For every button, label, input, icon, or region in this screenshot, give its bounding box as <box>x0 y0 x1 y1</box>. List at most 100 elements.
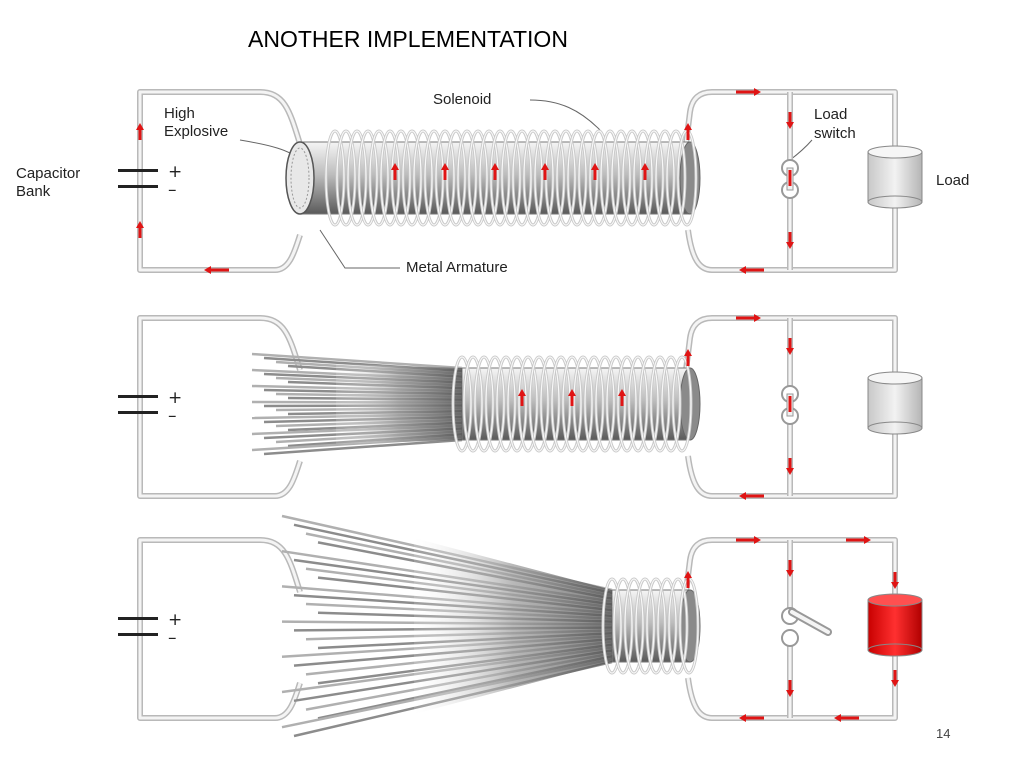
coil-loop-hl-2-678 <box>668 578 688 674</box>
solenoid-field-arrow-0-445-head <box>441 163 449 170</box>
coil-loop-hl-1-506 <box>496 356 516 452</box>
solenoid-coil-1 <box>451 355 693 453</box>
metal-armature-leader <box>319 229 400 269</box>
capacitor-plus-0: + <box>168 162 182 182</box>
diagonal-current-arrow-2-head <box>684 571 692 578</box>
right-current-arrow-bottom-1-head <box>739 492 746 500</box>
capacitor-minus-2: – <box>168 628 177 648</box>
load-switch-leader <box>789 139 813 161</box>
capacitor-bank-label-line1: Capacitor <box>16 165 80 182</box>
right-current-arrow-bottom-2-head <box>739 714 746 722</box>
switch-current-arrow-bottom-2-head <box>786 690 794 697</box>
coil-loop-hl-0-434 <box>424 130 444 226</box>
coil-loop-hl-0-588 <box>578 130 598 226</box>
coil-loop-hl-1-484 <box>474 356 494 452</box>
right-current-arrow-top-2-head <box>754 536 761 544</box>
coil-loop-hl-0-665 <box>655 130 675 226</box>
right-current-arrow-top-1-head <box>754 314 761 322</box>
coil-loop-hl-0-511 <box>501 130 521 226</box>
coil-loop-hl-0-577 <box>567 130 587 226</box>
left-circuit-0 <box>138 90 302 272</box>
coil-loop-hl-1-517 <box>507 356 527 452</box>
solenoid-coil-0 <box>324 129 698 227</box>
explosive-core-0 <box>290 147 310 209</box>
coil-loop-hl-0-390 <box>380 130 400 226</box>
switch-current-arrow-top-2-head <box>786 570 794 577</box>
coil-loop-hl-1-550 <box>540 356 560 452</box>
coil-loop-hl-0-467 <box>457 130 477 226</box>
coil-loop-hl-0-621 <box>611 130 631 226</box>
diagonal-current-arrow-1-head <box>684 349 692 356</box>
left-circuit-2-outline <box>137 537 303 721</box>
coil-loop-hl-0-335 <box>325 130 345 226</box>
capacitor-minus-1: – <box>168 406 177 426</box>
solenoid-field-arrow-0-595-head <box>591 163 599 170</box>
coil-loop-hl-0-357 <box>347 130 367 226</box>
coil-loop-hl-0-456 <box>446 130 466 226</box>
coil-loop-hl-1-594 <box>584 356 604 452</box>
coil-loop-hl-1-561 <box>551 356 571 452</box>
switch-current-arrow-top-0-head <box>786 122 794 129</box>
coil-loop-hl-0-423 <box>413 130 433 226</box>
right-circuit-0 <box>683 90 897 272</box>
coil-loop-hl-1-605 <box>595 356 615 452</box>
capacitor-plus-1: + <box>168 388 182 408</box>
coil-loop-hl-1-682 <box>672 356 692 452</box>
slide-title: ANOTHER IMPLEMENTATION <box>248 26 568 52</box>
load-switch-label-line1: Load <box>814 106 847 123</box>
panel-compression: +– <box>118 314 923 500</box>
panel-initial: +– <box>118 88 923 274</box>
coil-loop-hl-1-616 <box>606 356 626 452</box>
solenoid-label: Solenoid <box>433 91 491 108</box>
coil-loop-hl-0-632 <box>622 130 642 226</box>
coil-loop-hl-1-583 <box>573 356 593 452</box>
coil-loop-hl-1-473 <box>463 356 483 452</box>
load-current-arrow-right-2-head <box>891 582 899 589</box>
load-bottom-2 <box>867 643 923 657</box>
capacitor-minus-0: – <box>168 180 177 200</box>
left-current-arrow-base-0-head <box>204 266 211 274</box>
load-top-2 <box>867 593 923 607</box>
right-circuit-1 <box>683 316 897 498</box>
coil-loop-hl-0-412 <box>402 130 422 226</box>
metal-armature-label: Metal Armature <box>406 259 508 276</box>
panel-switch-open: +– <box>118 514 923 738</box>
coil-loop-hl-0-533 <box>523 130 543 226</box>
load-current-arrow-top-2-head <box>864 536 871 544</box>
load-label: Load <box>936 172 969 189</box>
load-current-arrow-bottom-2-head <box>834 714 841 722</box>
load-bottom-1 <box>867 421 923 435</box>
load-top-0 <box>867 145 923 159</box>
left-circuit-2 <box>138 538 302 720</box>
coil-loop-hl-2-645 <box>635 578 655 674</box>
capacitor-plate-top-1 <box>118 395 158 398</box>
spray-cone-1 <box>336 364 462 444</box>
coil-loop-hl-0-346 <box>336 130 356 226</box>
coil-loop-hl-1-627 <box>617 356 637 452</box>
diagonal-current-arrow-0-head <box>684 123 692 130</box>
solenoid-leader <box>529 99 601 131</box>
solenoid-field-arrow-0-495-head <box>491 163 499 170</box>
capacitor-plate-top-2 <box>118 617 158 620</box>
load-current-arrow-right2-2-head <box>891 680 899 687</box>
coil-loop-hl-0-500 <box>490 130 510 226</box>
coil-loop-hl-2-667 <box>657 578 677 674</box>
load-switch-label-line2: switch <box>814 125 856 142</box>
right-current-arrow-top-0-head <box>754 88 761 96</box>
coil-loop-hl-0-368 <box>358 130 378 226</box>
right-circuit-2 <box>683 538 897 720</box>
solenoid-field-arrow-1-572-head <box>568 389 576 396</box>
switch-contact-bottom-2 <box>781 629 799 647</box>
coil-loop-hl-0-522 <box>512 130 532 226</box>
capacitor-plate-bottom-2 <box>118 633 158 636</box>
coil-loop-hl-0-676 <box>666 130 686 226</box>
left-circuit-1 <box>138 316 302 498</box>
coil-loop-hl-2-656 <box>646 578 666 674</box>
switch-current-arrow-bottom-0-head <box>786 242 794 249</box>
high-explosive-label-line2: Explosive <box>164 123 228 140</box>
spray-strand-1-0 <box>251 352 463 370</box>
spray-cone-2 <box>414 538 612 714</box>
capacitor-plate-bottom-0 <box>118 185 158 188</box>
coil-loop-hl-1-539 <box>529 356 549 452</box>
solenoid-coil-2 <box>601 577 700 675</box>
